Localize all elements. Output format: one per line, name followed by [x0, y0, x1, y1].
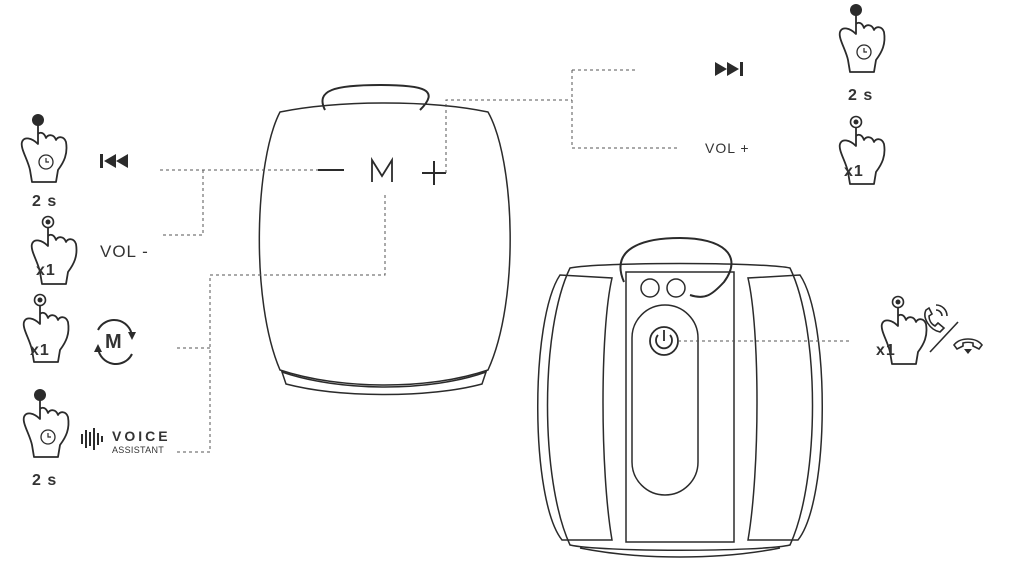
voice-assistant-title: VOICE: [112, 428, 171, 444]
press-count-label: x1: [30, 342, 50, 359]
volume-down-label: VOL -: [100, 242, 149, 261]
previous-track-icon: [100, 154, 128, 168]
press-count-label: x1: [876, 342, 896, 359]
divider-slash: [929, 321, 959, 353]
hand-press-icon: [22, 388, 70, 458]
volume-up-label: VOL +: [705, 140, 750, 156]
voice-assistant-hold-label: 2 s: [32, 472, 58, 489]
voice-assistant-subtitle: ASSISTANT: [112, 445, 165, 455]
phone-answer-icon: [924, 304, 948, 333]
power-icon[interactable]: [649, 326, 679, 356]
next-track-icon: [715, 62, 743, 76]
press-count-label: x1: [36, 262, 56, 279]
hand-press-icon: [838, 3, 886, 73]
next-track-hold-label: 2 s: [848, 87, 874, 104]
hand-press-icon: [20, 113, 68, 183]
press-count-label: x1: [844, 163, 864, 180]
previous-track-hold-label: 2 s: [32, 193, 58, 210]
mode-cycle-icon: [94, 319, 136, 365]
connector-lines: [160, 69, 850, 453]
speaker-back: [537, 236, 823, 558]
phone-hangup-icon: [952, 338, 984, 354]
mode-icon-letter: M: [105, 331, 122, 353]
voice-waveform-icon: [81, 428, 103, 450]
speaker-front: [258, 83, 511, 396]
